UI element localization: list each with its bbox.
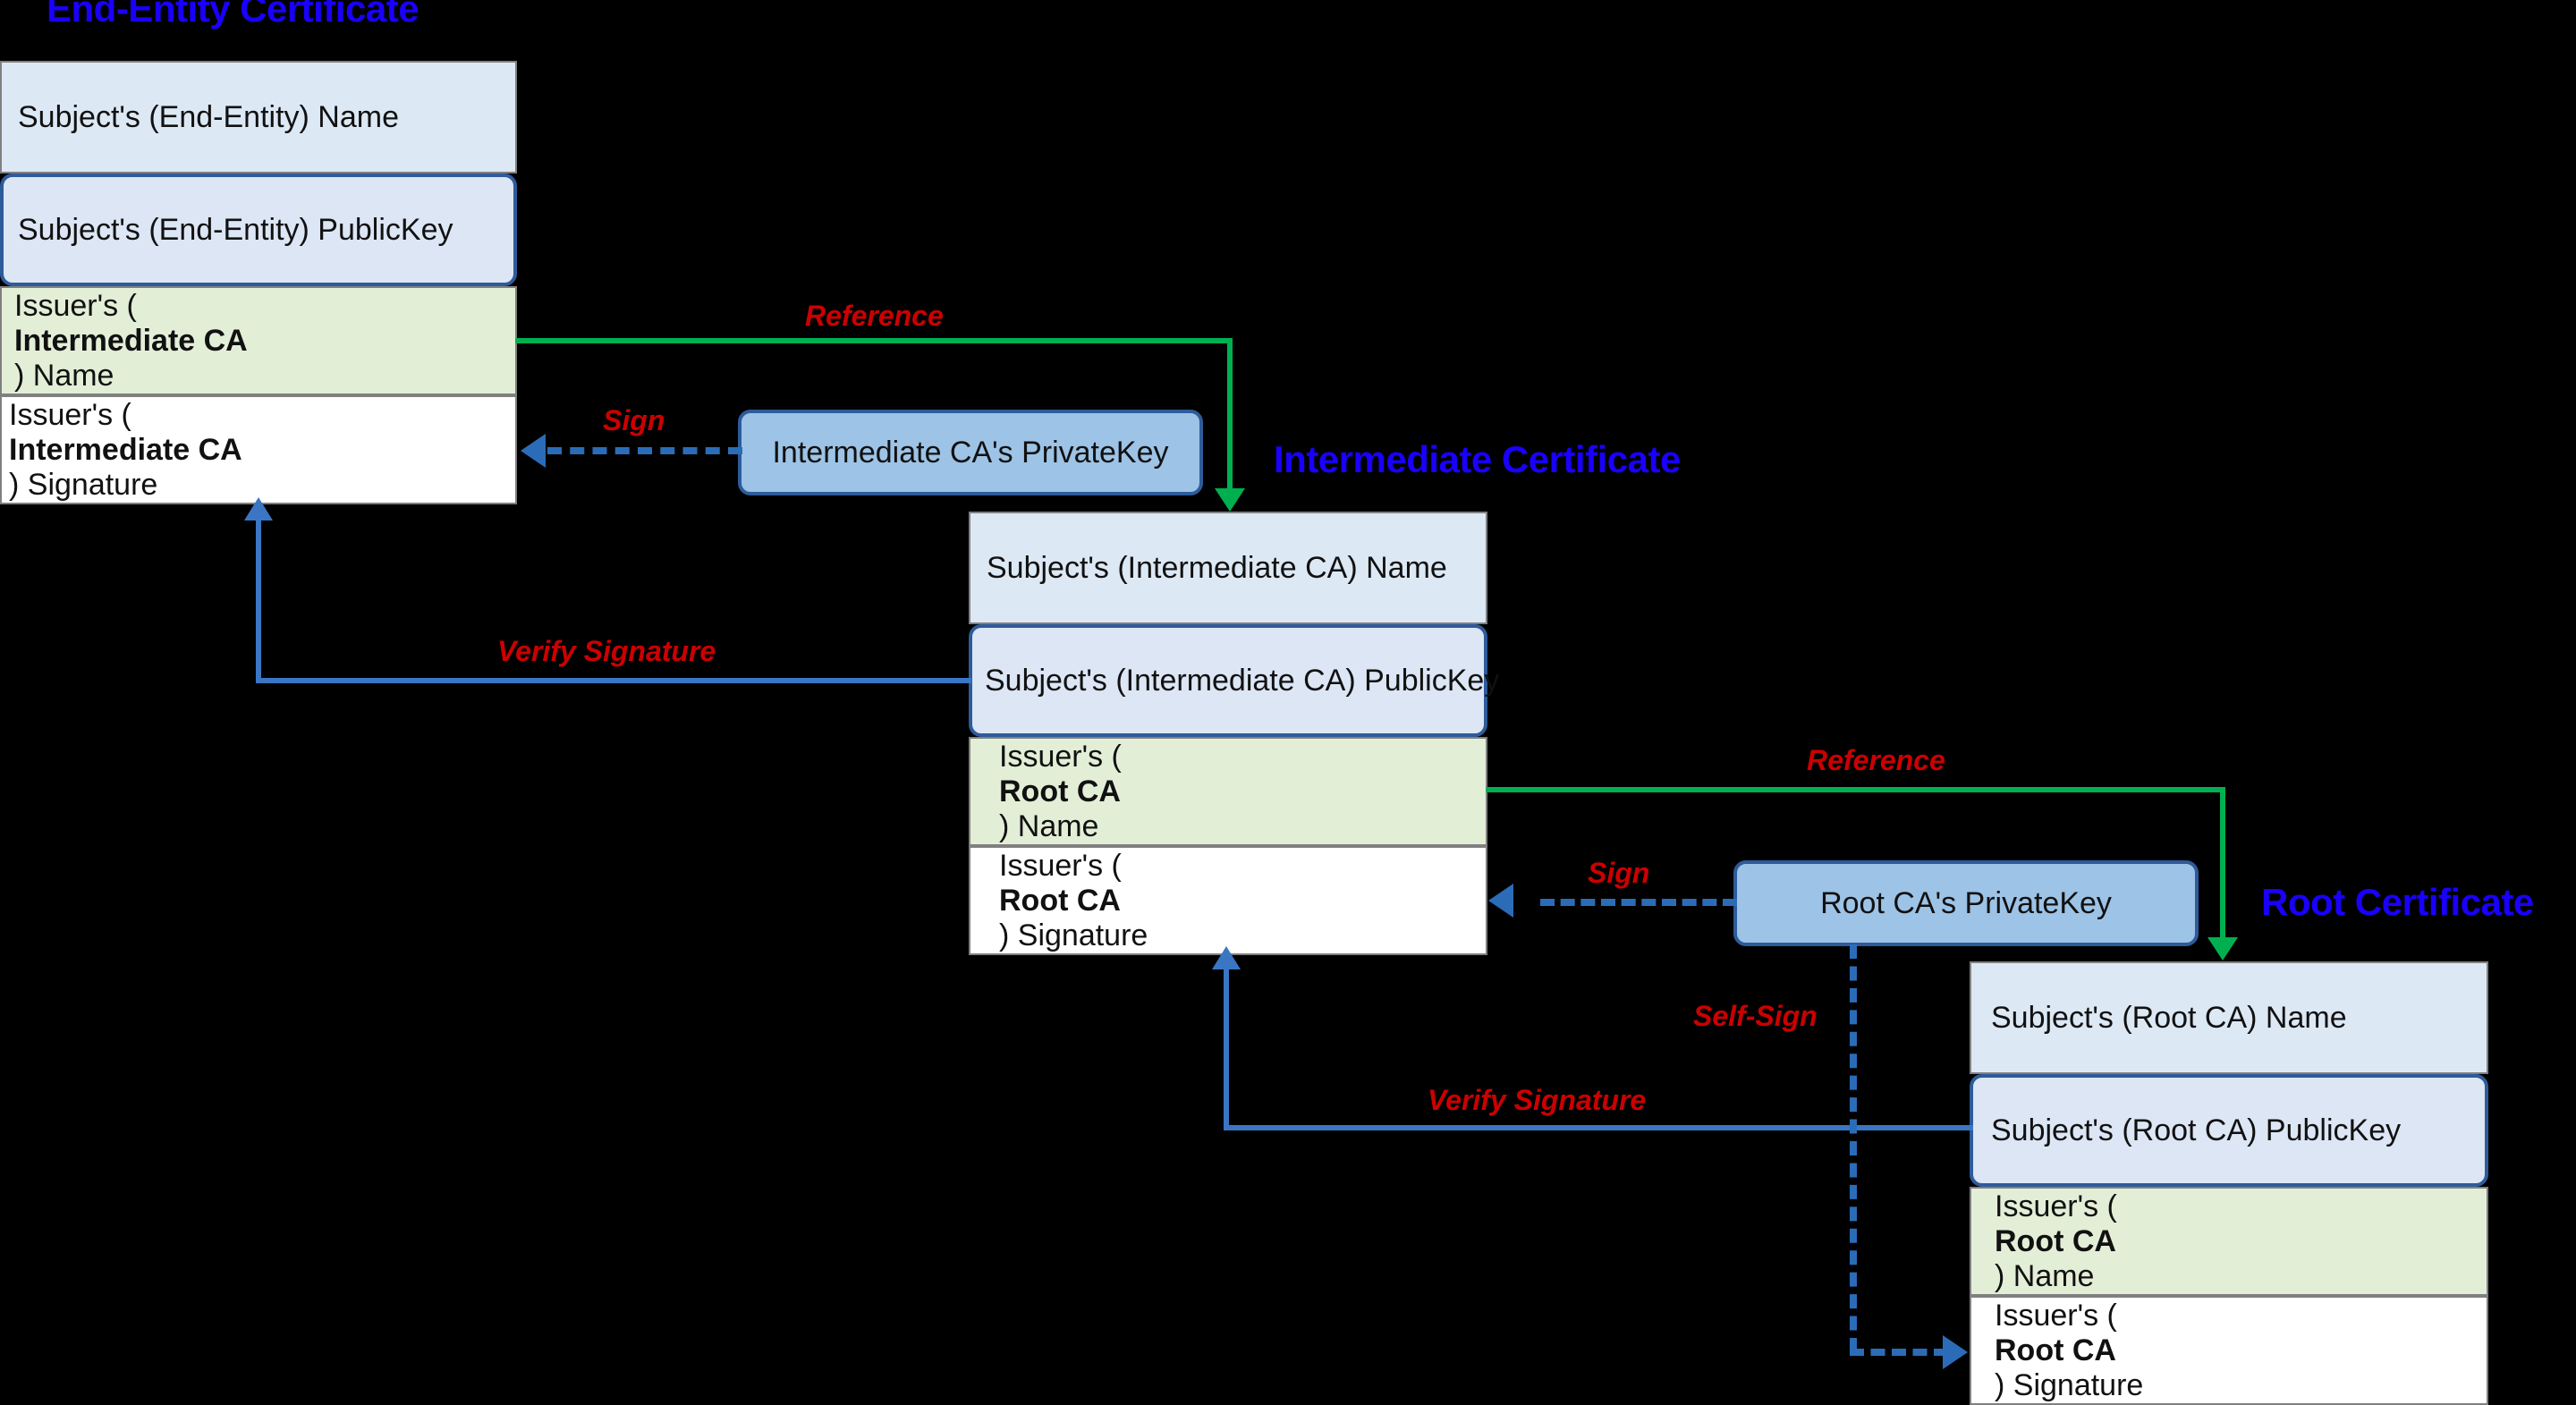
root-subject-publickey-row: Subject's (Root CA) PublicKey bbox=[1970, 1074, 2488, 1187]
root-issuer-name-row: Issuer's (Root CA) Name bbox=[1970, 1187, 2488, 1296]
root-subject-name-text: Subject's (Root CA) Name bbox=[1991, 1000, 2347, 1035]
self-sign-horizontal-dashed-line bbox=[1850, 1349, 1948, 1356]
intermediate-certificate: Subject's (Intermediate CA) Name Subject… bbox=[969, 512, 1499, 955]
verify-2-vertical-segment bbox=[1224, 968, 1229, 1129]
sign-1-arrowhead-icon bbox=[521, 434, 546, 468]
reference-2-horizontal-segment bbox=[1486, 787, 2225, 792]
sign-2-arrowhead-icon bbox=[1488, 884, 1513, 918]
root-certificate-title: Root Certificate bbox=[2261, 881, 2534, 923]
sign-1-label: Sign bbox=[603, 404, 665, 436]
end-entity-issuer-signature-text: Issuer's (Intermediate CA) Signature bbox=[9, 397, 242, 502]
reference-2-vertical-segment bbox=[2220, 787, 2225, 939]
intermediate-certificate-title: Intermediate Certificate bbox=[1274, 438, 1681, 480]
verify-2-horizontal-segment bbox=[1224, 1125, 1973, 1130]
intermediate-ca-privatekey-box: Intermediate CA's PrivateKey bbox=[738, 410, 1203, 495]
end-entity-issuer-name-text: Issuer's (Intermediate CA) Name bbox=[14, 288, 248, 393]
root-subject-publickey-text: Subject's (Root CA) PublicKey bbox=[1991, 1113, 2402, 1147]
reference-1-label: Reference bbox=[805, 300, 944, 332]
intermediate-issuer-signature-text: Issuer's (Root CA) Signature bbox=[999, 848, 1148, 952]
intermediate-issuer-signature-row: Issuer's (Root CA) Signature bbox=[969, 846, 1487, 955]
intermediate-subject-name-text: Subject's (Intermediate CA) Name bbox=[987, 550, 1447, 585]
end-entity-certificate: Subject's (End-Entity) Name Subject's (E… bbox=[0, 61, 517, 504]
end-entity-subject-name-text: Subject's (End-Entity) Name bbox=[18, 99, 399, 134]
intermediate-subject-publickey-row: Subject's (Intermediate CA) PublicKey bbox=[969, 624, 1499, 737]
self-sign-vertical-dashed-line bbox=[1850, 944, 1857, 1352]
root-issuer-name-text: Issuer's (Root CA) Name bbox=[1995, 1189, 2117, 1293]
root-certificate: Subject's (Root CA) Name Subject's (Root… bbox=[1970, 961, 2488, 1405]
reference-2-arrowhead-icon bbox=[2207, 937, 2238, 961]
verify-1-horizontal-segment bbox=[256, 678, 971, 683]
verify-2-arrowhead-icon bbox=[1212, 946, 1241, 969]
verify-1-label: Verify Signature bbox=[497, 635, 716, 667]
self-sign-arrowhead-icon bbox=[1943, 1335, 1968, 1369]
intermediate-issuer-name-row: Issuer's (Root CA) Name bbox=[969, 737, 1487, 846]
root-subject-name-row: Subject's (Root CA) Name bbox=[1970, 961, 2488, 1074]
intermediate-subject-name-row: Subject's (Intermediate CA) Name bbox=[969, 512, 1487, 624]
self-sign-label: Self-Sign bbox=[1693, 1000, 1818, 1032]
root-issuer-signature-text: Issuer's (Root CA) Signature bbox=[1995, 1298, 2144, 1402]
intermediate-subject-publickey-text: Subject's (Intermediate CA) PublicKey bbox=[985, 663, 1500, 698]
end-entity-subject-publickey-text: Subject's (End-Entity) PublicKey bbox=[18, 212, 453, 247]
reference-1-horizontal-segment bbox=[515, 338, 1233, 343]
sign-1-dashed-line bbox=[547, 447, 742, 454]
verify-1-arrowhead-icon bbox=[244, 497, 273, 521]
reference-1-arrowhead-icon bbox=[1215, 488, 1245, 512]
verify-1-vertical-segment bbox=[256, 519, 261, 681]
end-entity-certificate-title: End-Entity Certificate bbox=[47, 0, 419, 30]
root-ca-privatekey-box: Root CA's PrivateKey bbox=[1733, 860, 2199, 946]
intermediate-issuer-name-text: Issuer's (Root CA) Name bbox=[999, 739, 1122, 843]
reference-1-vertical-segment bbox=[1227, 338, 1233, 490]
sign-2-dashed-line bbox=[1540, 899, 1737, 906]
end-entity-issuer-signature-row: Issuer's (Intermediate CA) Signature bbox=[0, 395, 517, 504]
end-entity-subject-name-row: Subject's (End-Entity) Name bbox=[0, 61, 517, 174]
root-issuer-signature-row: Issuer's (Root CA) Signature bbox=[1970, 1296, 2488, 1405]
end-entity-issuer-name-row: Issuer's (Intermediate CA) Name bbox=[0, 286, 517, 395]
reference-2-label: Reference bbox=[1807, 744, 1945, 776]
end-entity-subject-publickey-row: Subject's (End-Entity) PublicKey bbox=[0, 174, 517, 286]
sign-2-label: Sign bbox=[1588, 857, 1650, 889]
verify-2-label: Verify Signature bbox=[1428, 1084, 1647, 1116]
